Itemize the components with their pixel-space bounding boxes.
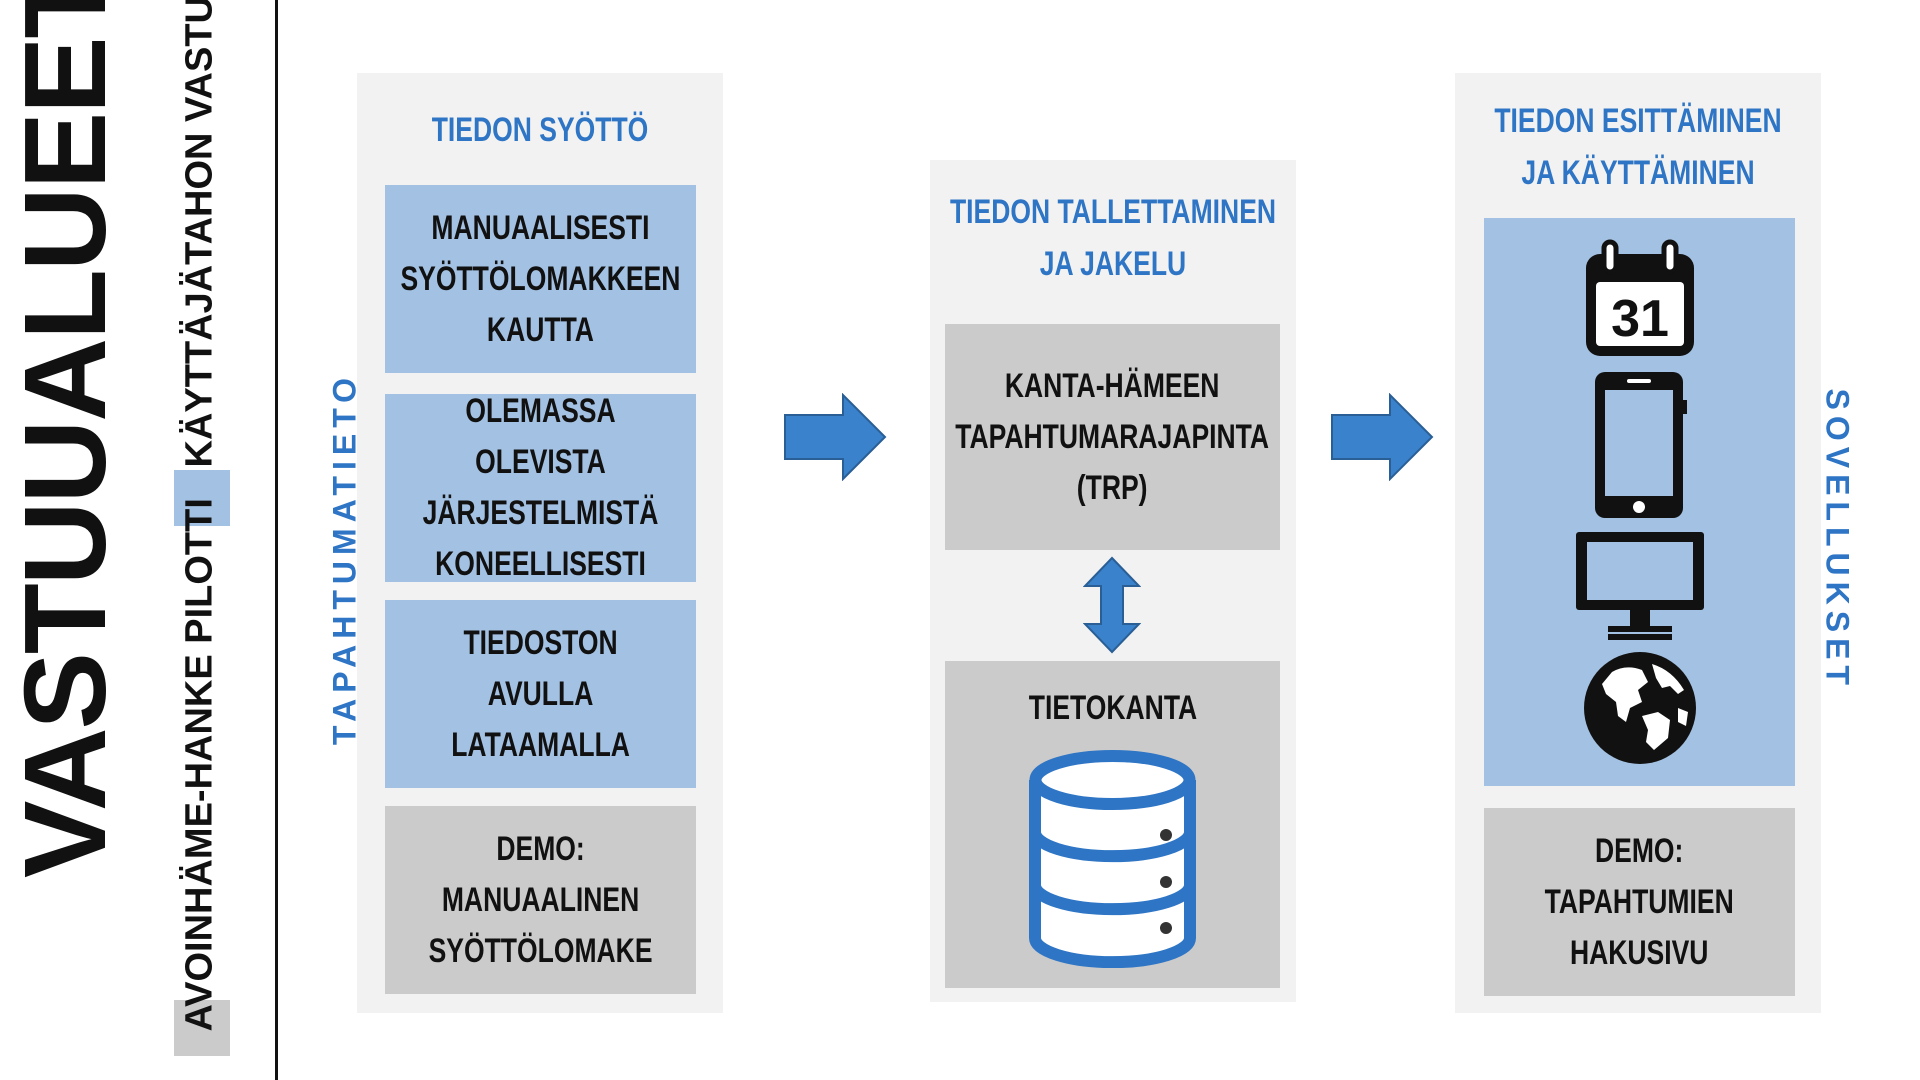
legend-label-user: KÄYTTÄJÄTAHON VASTUULLA	[178, 0, 221, 468]
calendar-icon: 31	[1586, 239, 1694, 356]
legend-divider	[275, 0, 278, 1080]
input-box-systems-text: OLEMASSA OLEVISTA JÄRJESTELMISTÄ KONEELL…	[422, 392, 659, 583]
legend-swatch-user	[174, 470, 230, 526]
input-side-label: TAPAHTUMATIETO	[326, 371, 363, 746]
legend-swatch-pilot	[174, 1000, 230, 1056]
presentation-demo-box: DEMO: TAPAHTUMIEN HAKUSIVU	[1484, 808, 1795, 996]
input-box-demo: DEMO: MANUAALINEN SYÖTTÖLOMAKE	[385, 806, 696, 994]
input-box-file-text: TIEDOSTON AVULLA LATAAMALLA	[451, 623, 630, 764]
page-title: VASTUUALUEET	[0, 0, 130, 878]
storage-heading: TIEDON TALLETTAMINEN JA JAKELU	[949, 193, 1277, 283]
monitor-icon	[1576, 532, 1704, 640]
presentation-heading: TIEDON ESITTÄMINEN JA KÄYTTÄMINEN	[1494, 102, 1782, 192]
double-arrow	[1083, 556, 1141, 654]
calendar-day: 31	[1611, 290, 1669, 348]
db-box-text: TIETOKANTA	[1028, 689, 1197, 727]
globe-icon	[1584, 652, 1696, 764]
input-heading: TIEDON SYÖTTÖ	[431, 111, 649, 149]
input-box-manual: MANUAALISESTI SYÖTTÖLOMAKKEEN KAUTTA	[385, 185, 696, 373]
input-box-systems: OLEMASSA OLEVISTA JÄRJESTELMISTÄ KONEELL…	[385, 392, 696, 583]
legend-label-pilot: AVOINHÄME-HANKE PILOTTI	[178, 498, 221, 1032]
presentation-demo-text: DEMO: TAPAHTUMIEN HAKUSIVU	[1544, 831, 1735, 972]
input-box-demo-text: DEMO: MANUAALINEN SYÖTTÖLOMAKE	[428, 829, 653, 970]
database-icon	[1029, 750, 1196, 968]
api-box-text: KANTA-HÄMEEN TAPAHTUMARAJAPINTA (TRP)	[955, 366, 1270, 507]
flow-arrow-2	[1331, 393, 1434, 481]
presentation-side-label: SOVELLUKSET	[1819, 388, 1856, 691]
api-box: KANTA-HÄMEEN TAPAHTUMARAJAPINTA (TRP)	[945, 324, 1280, 550]
input-box-manual-text: MANUAALISESTI SYÖTTÖLOMAKKEEN KAUTTA	[400, 208, 681, 349]
flow-arrow-1	[784, 393, 887, 481]
input-box-file: TIEDOSTON AVULLA LATAAMALLA	[385, 600, 696, 788]
smartphone-icon	[1595, 372, 1687, 518]
